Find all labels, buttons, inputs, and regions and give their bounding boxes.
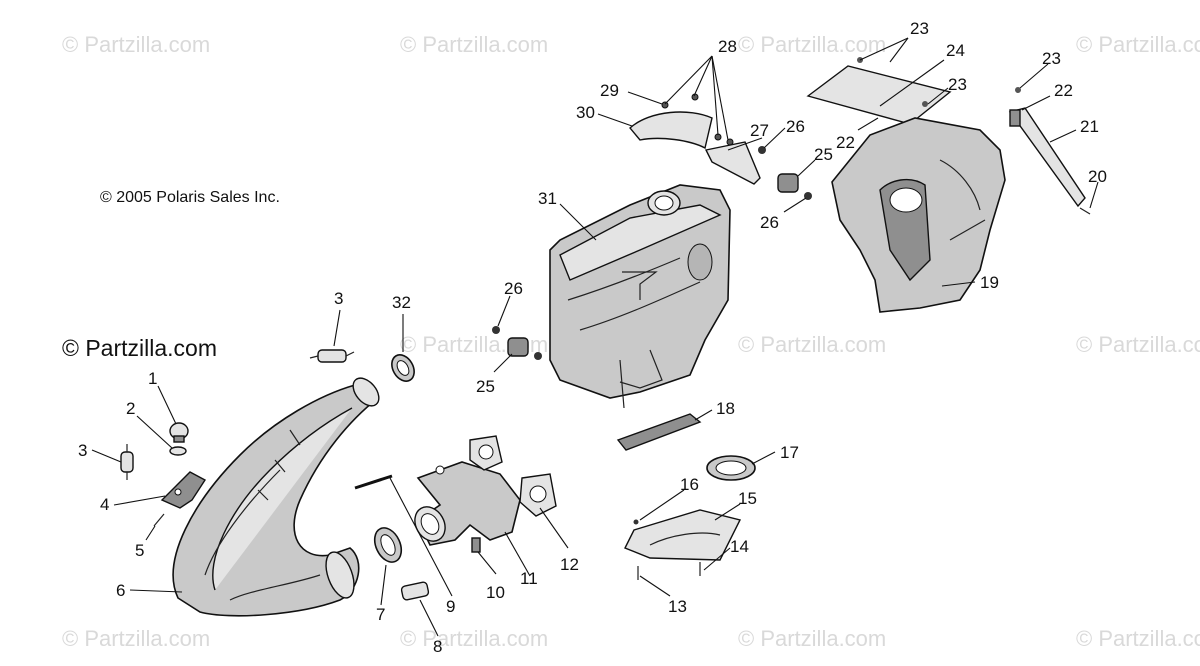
rubber-mount: [507, 337, 529, 357]
callout-label: 25: [814, 145, 833, 164]
muffler: [549, 184, 731, 409]
exhaust-manifold: [414, 461, 521, 546]
heat-pad: [616, 413, 702, 451]
support-strap: [1008, 107, 1086, 208]
partzilla-label: © Partzilla.com: [62, 335, 217, 361]
copyright-notice: © 2005 Polaris Sales Inc.: [100, 189, 280, 206]
callout-label: 11: [520, 569, 538, 588]
callout-label: 16: [680, 475, 699, 494]
watermark: © Partzilla.com: [1076, 626, 1200, 651]
rubber-mount: [777, 173, 799, 193]
spring: [309, 349, 355, 363]
callout-label: 9: [446, 597, 455, 616]
watermark: © Partzilla.com: [738, 332, 886, 357]
callout-label: 19: [980, 273, 999, 292]
callout-label: 22: [836, 133, 855, 152]
bracket: [160, 471, 207, 509]
callout-label: 21: [1080, 117, 1099, 136]
callout-label: 14: [730, 537, 749, 556]
watermark: © Partzilla.com: [738, 32, 886, 57]
callout-label: 29: [600, 81, 619, 100]
bolt: [471, 537, 481, 553]
seal-ring: [706, 455, 756, 481]
watermark: © Partzilla.com: [62, 32, 210, 57]
spring: [400, 581, 430, 601]
callout-label: 6: [116, 581, 125, 600]
screw: [633, 519, 639, 525]
strap-bracket: [1009, 109, 1021, 127]
watermark: © Partzilla.com: [400, 626, 548, 651]
exhaust-pipe: [172, 377, 380, 617]
callout-label: 25: [476, 377, 495, 396]
seal-ring: [373, 527, 403, 563]
watermarks: © Partzilla.com © Partzilla.com © Partzi…: [62, 32, 1200, 651]
callout-label: 1: [148, 369, 157, 388]
muffler-bracket: [704, 141, 761, 185]
callout-label: 32: [392, 293, 411, 312]
callout-label: 4: [100, 495, 109, 514]
callout-label: 22: [1054, 81, 1073, 100]
callout-label: 8: [433, 637, 442, 656]
watermark: © Partzilla.com: [400, 32, 548, 57]
spring: [120, 444, 134, 480]
callout-label: 13: [668, 597, 687, 616]
callout-label: 23: [948, 75, 967, 94]
callout-label: 24: [946, 41, 965, 60]
screw: [153, 513, 165, 527]
watermark: © Partzilla.com: [62, 626, 210, 651]
callout-label: 3: [78, 441, 87, 460]
callout-label: 30: [576, 103, 595, 122]
nut: [492, 326, 500, 334]
callouts: 1 2 3 4 5 6 3 32 7 8 9 10 11 12 13 14 15…: [78, 19, 1107, 656]
stud: [354, 474, 393, 490]
callout-label: 28: [718, 37, 737, 56]
manifold-gasket: [469, 435, 503, 471]
callout-label: 3: [334, 289, 343, 308]
callout-label: 7: [376, 605, 385, 624]
callout-label: 23: [910, 19, 929, 38]
callout-label: 10: [486, 583, 505, 602]
callout-label: 27: [750, 121, 769, 140]
callout-label: 26: [786, 117, 805, 136]
strap-bolt: [1079, 207, 1091, 215]
callout-label: 31: [538, 189, 557, 208]
watermark: © Partzilla.com: [1076, 32, 1200, 57]
washer: [169, 446, 187, 456]
callout-label: 18: [716, 399, 735, 418]
heat-shield-plate: [806, 65, 952, 125]
leader-lines: [91, 37, 1099, 637]
callout-label: 20: [1088, 167, 1107, 186]
callout-label: 26: [504, 279, 523, 298]
watermark: © Partzilla.com: [738, 626, 886, 651]
engine-heat-shield: [831, 117, 1006, 313]
callout-label: 26: [760, 213, 779, 232]
nut: [534, 352, 542, 360]
manifold-gasket: [519, 473, 557, 517]
callout-label: 12: [560, 555, 579, 574]
grommet: [169, 422, 189, 443]
watermark: © Partzilla.com: [1076, 332, 1200, 357]
callout-label: 15: [738, 489, 757, 508]
callout-label: 17: [780, 443, 799, 462]
callout-label: 2: [126, 399, 135, 418]
heat-shield: [629, 111, 713, 150]
callout-label: 5: [135, 541, 144, 560]
seal-ring: [391, 354, 415, 382]
callout-label: 23: [1042, 49, 1061, 68]
